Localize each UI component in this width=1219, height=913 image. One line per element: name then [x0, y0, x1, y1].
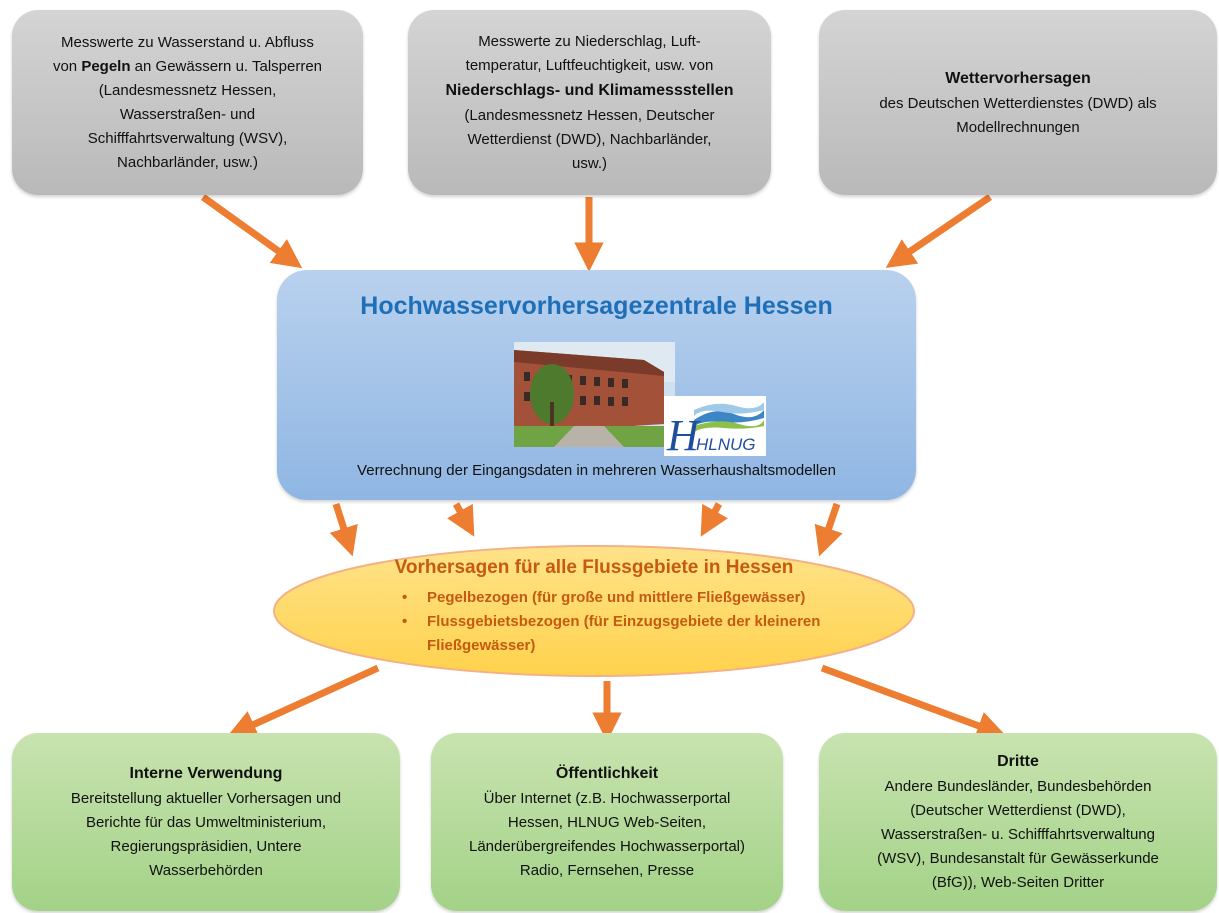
ellipse-shape: [273, 545, 915, 677]
svg-text:HLNUG: HLNUG: [696, 435, 756, 454]
center-subtitle: Verrechnung der Eingangsdaten in mehrere…: [357, 462, 836, 479]
arrow-source1-to-center: [200, 194, 303, 269]
source-gauges-text: Messwerte zu Wasserstand u. Abfluss von …: [52, 33, 323, 171]
arrow-source3-to-center: [885, 194, 992, 268]
source-box-weather-forecast: Wettervorhersagen des Deutschen Wetterdi…: [819, 10, 1217, 195]
arrow-forecast-to-internal: [226, 664, 380, 738]
svg-text:H: H: [666, 411, 701, 456]
hlnug-logo: H HLNUG: [664, 396, 766, 456]
output-public-title: Öffentlichkeit: [555, 765, 659, 782]
output-box-internal: Interne Verwendung Bereitstellung aktuel…: [12, 733, 400, 911]
output-box-public: Öffentlichkeit Über Internet (z.B. Hochw…: [431, 733, 783, 911]
arrow-center-to-forecast-2: [447, 502, 475, 537]
output-third-title: Dritte: [997, 753, 1039, 770]
weather-forecast-title: Wettervorhersagen: [945, 69, 1091, 87]
forecast-bullet-1: • Pegelbezogen (für große und mittlere F…: [402, 586, 805, 610]
arrow-center-to-forecast-3: [700, 502, 728, 537]
source-precipitation-text: Messwerte zu Niederschlag, Luft- tempera…: [445, 32, 734, 172]
center-title: Hochwasservorhersagezentrale Hessen: [360, 292, 833, 320]
forecast-title: Vorhersagen für alle Flussgebiete in Hes…: [394, 557, 794, 578]
forecast-bullet-2: • Flussgebietsbezogen (für Einzugsgebiet…: [402, 610, 820, 658]
forecast-center-box: Hochwasservorhersagezentrale Hessen H HL…: [277, 270, 916, 500]
output-internal-text: Interne Verwendung Bereitstellung aktuel…: [71, 761, 341, 883]
arrow-forecast-to-third: [820, 664, 1007, 740]
bullet-dot-icon: •: [402, 589, 408, 606]
source-box-precipitation: Messwerte zu Niederschlag, Luft- tempera…: [408, 10, 771, 195]
source-box-gauges: Messwerte zu Wasserstand u. Abfluss von …: [12, 10, 363, 195]
output-box-third-parties: Dritte Andere Bundesländer, Bundesbehörd…: [819, 733, 1217, 911]
arrow-center-to-forecast-4: [814, 502, 843, 557]
building-photo: [514, 342, 675, 447]
source-weather-text: Wettervorhersagen des Deutschen Wetterdi…: [879, 66, 1156, 140]
forecast-ellipse: Vorhersagen für alle Flussgebiete in Hes…: [271, 543, 917, 679]
bullet-dot-icon: •: [402, 613, 408, 630]
output-public-text: Öffentlichkeit Über Internet (z.B. Hochw…: [469, 761, 745, 883]
output-internal-title: Interne Verwendung: [129, 765, 283, 782]
arrow-center-to-forecast-1: [329, 502, 358, 557]
output-third-text: Dritte Andere Bundesländer, Bundesbehörd…: [877, 749, 1159, 895]
